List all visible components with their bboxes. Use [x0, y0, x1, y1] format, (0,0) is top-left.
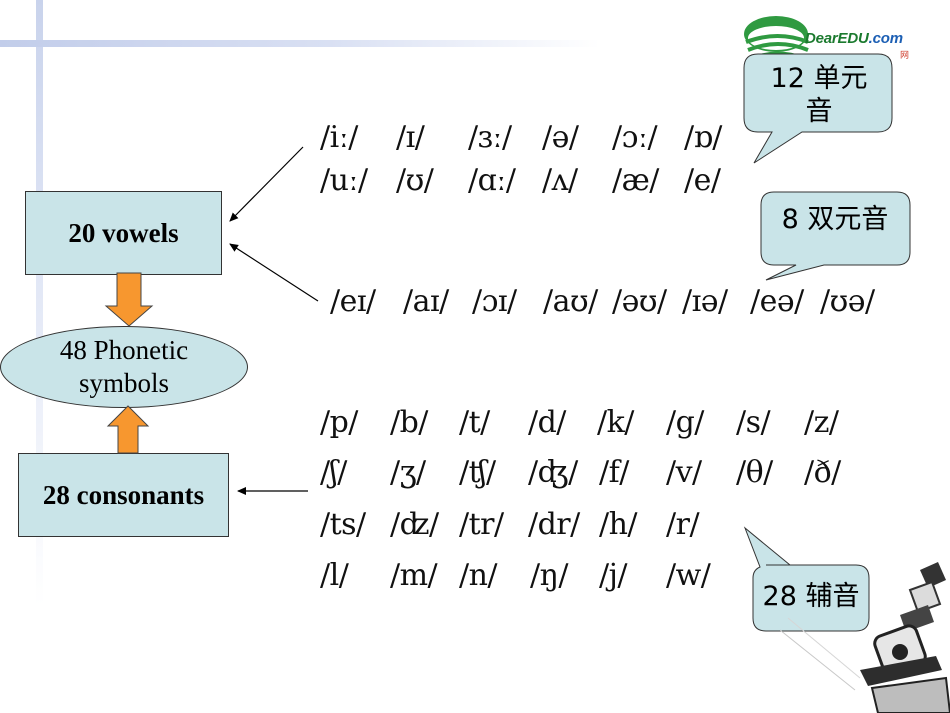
consonant-symbol: /ð/ — [804, 455, 841, 490]
microscope-icon — [779, 562, 950, 713]
down-block-arrow — [104, 272, 154, 327]
consonant-symbol: /h/ — [599, 507, 638, 542]
consonant-symbol: /ts/ — [320, 507, 366, 542]
vowel-symbol: /uː/ — [320, 163, 368, 198]
consonant-symbol: /d/ — [528, 405, 566, 440]
consonant-symbol: /ʧ/ — [459, 455, 496, 490]
arrow-to-vowels-bottom — [229, 243, 319, 302]
vowel-symbol: /iː/ — [320, 120, 358, 155]
diphthong-symbol: /eɪ/ — [330, 284, 376, 319]
consonant-symbol: /w/ — [666, 558, 711, 593]
consonant-symbol: /θ/ — [736, 455, 773, 490]
consonant-symbol: /k/ — [597, 405, 634, 440]
consonant-symbol: /l/ — [320, 558, 349, 593]
logo-text: DearEDU.com — [805, 30, 903, 47]
ellipse-line-1: 48 Phonetic — [59, 335, 189, 365]
consonants-box: 28 consonants — [18, 453, 229, 537]
logo-sub: 网 — [900, 51, 910, 61]
logo-domain: .com — [868, 30, 903, 47]
consonant-symbol: /v/ — [666, 455, 702, 490]
consonants-box-label: 28 consonants — [42, 479, 205, 510]
consonant-symbol: /tr/ — [459, 507, 504, 542]
ellipse-line-2: symbols — [78, 368, 170, 398]
consonant-symbol: /t/ — [459, 405, 490, 440]
callout-consonants: 28 辅音 — [762, 581, 860, 612]
consonant-symbol: /ŋ/ — [530, 558, 569, 593]
diphthong-symbol: /ɪə/ — [682, 284, 728, 319]
decorative-horizontal-line — [0, 40, 600, 47]
consonant-symbol: /g/ — [666, 405, 704, 440]
vowel-symbol: /ɜː/ — [468, 120, 512, 155]
consonant-symbol: /dr/ — [528, 507, 580, 542]
vowel-symbol: /ɔː/ — [612, 120, 658, 155]
consonant-symbol: /p/ — [320, 405, 358, 440]
vowel-symbol: /ɪ/ — [396, 120, 425, 155]
vowel-symbol: /æ/ — [612, 163, 659, 198]
consonant-symbol: /r/ — [666, 507, 700, 542]
callout-monophthongs: 12 单元 音 — [752, 62, 886, 128]
callout-monophthongs-shape — [743, 53, 893, 164]
vowel-symbol: /ɒ/ — [684, 120, 722, 155]
diphthong-symbol: /ɔɪ/ — [472, 284, 517, 319]
vowel-symbol: /ʌ/ — [542, 163, 578, 198]
consonant-symbol: /ʒ/ — [390, 455, 426, 490]
callout-diphthongs: 8 双元音 — [781, 204, 889, 235]
up-block-arrow — [106, 405, 150, 454]
dearedu-logo-icon — [744, 16, 809, 60]
callout-diphthongs-shape — [760, 191, 911, 281]
diphthong-symbol: /ʊə/ — [820, 284, 875, 319]
vowel-symbol: /ʊ/ — [396, 163, 434, 198]
vowel-symbol: /ɑː/ — [468, 163, 516, 198]
consonant-symbol: /f/ — [599, 455, 629, 490]
logo-brand: DearEDU — [805, 30, 869, 47]
diphthong-symbol: /əʊ/ — [612, 284, 667, 319]
vowels-box-label: 20 vowels — [68, 217, 179, 248]
phonetic-symbols-ellipse: 48 Phonetic symbols — [0, 326, 248, 408]
vowels-box: 20 vowels — [25, 191, 222, 275]
diphthong-symbol: /aɪ/ — [403, 284, 449, 319]
consonant-symbol: /b/ — [390, 405, 428, 440]
callout-monophthongs-line1: 12 单元 — [770, 63, 868, 94]
consonant-symbol: /ʃ/ — [320, 455, 347, 490]
diphthong-symbol: /eə/ — [750, 284, 804, 319]
callout-consonants-shape — [743, 526, 870, 632]
vowel-symbol: /ə/ — [542, 120, 579, 155]
consonant-symbol: /n/ — [459, 558, 498, 593]
consonant-symbol: /s/ — [736, 405, 771, 440]
consonant-symbol: /ʤ/ — [528, 455, 578, 490]
consonant-symbol: /j/ — [599, 558, 628, 593]
diphthong-symbol: /aʊ/ — [543, 284, 598, 319]
callout-monophthongs-line2: 音 — [805, 96, 833, 127]
consonant-symbol: /ʣ/ — [390, 507, 439, 542]
consonant-symbol: /z/ — [804, 405, 839, 440]
arrow-to-vowels-top — [229, 146, 304, 222]
consonant-symbol: /m/ — [390, 558, 438, 593]
vowel-symbol: /e/ — [684, 163, 721, 198]
